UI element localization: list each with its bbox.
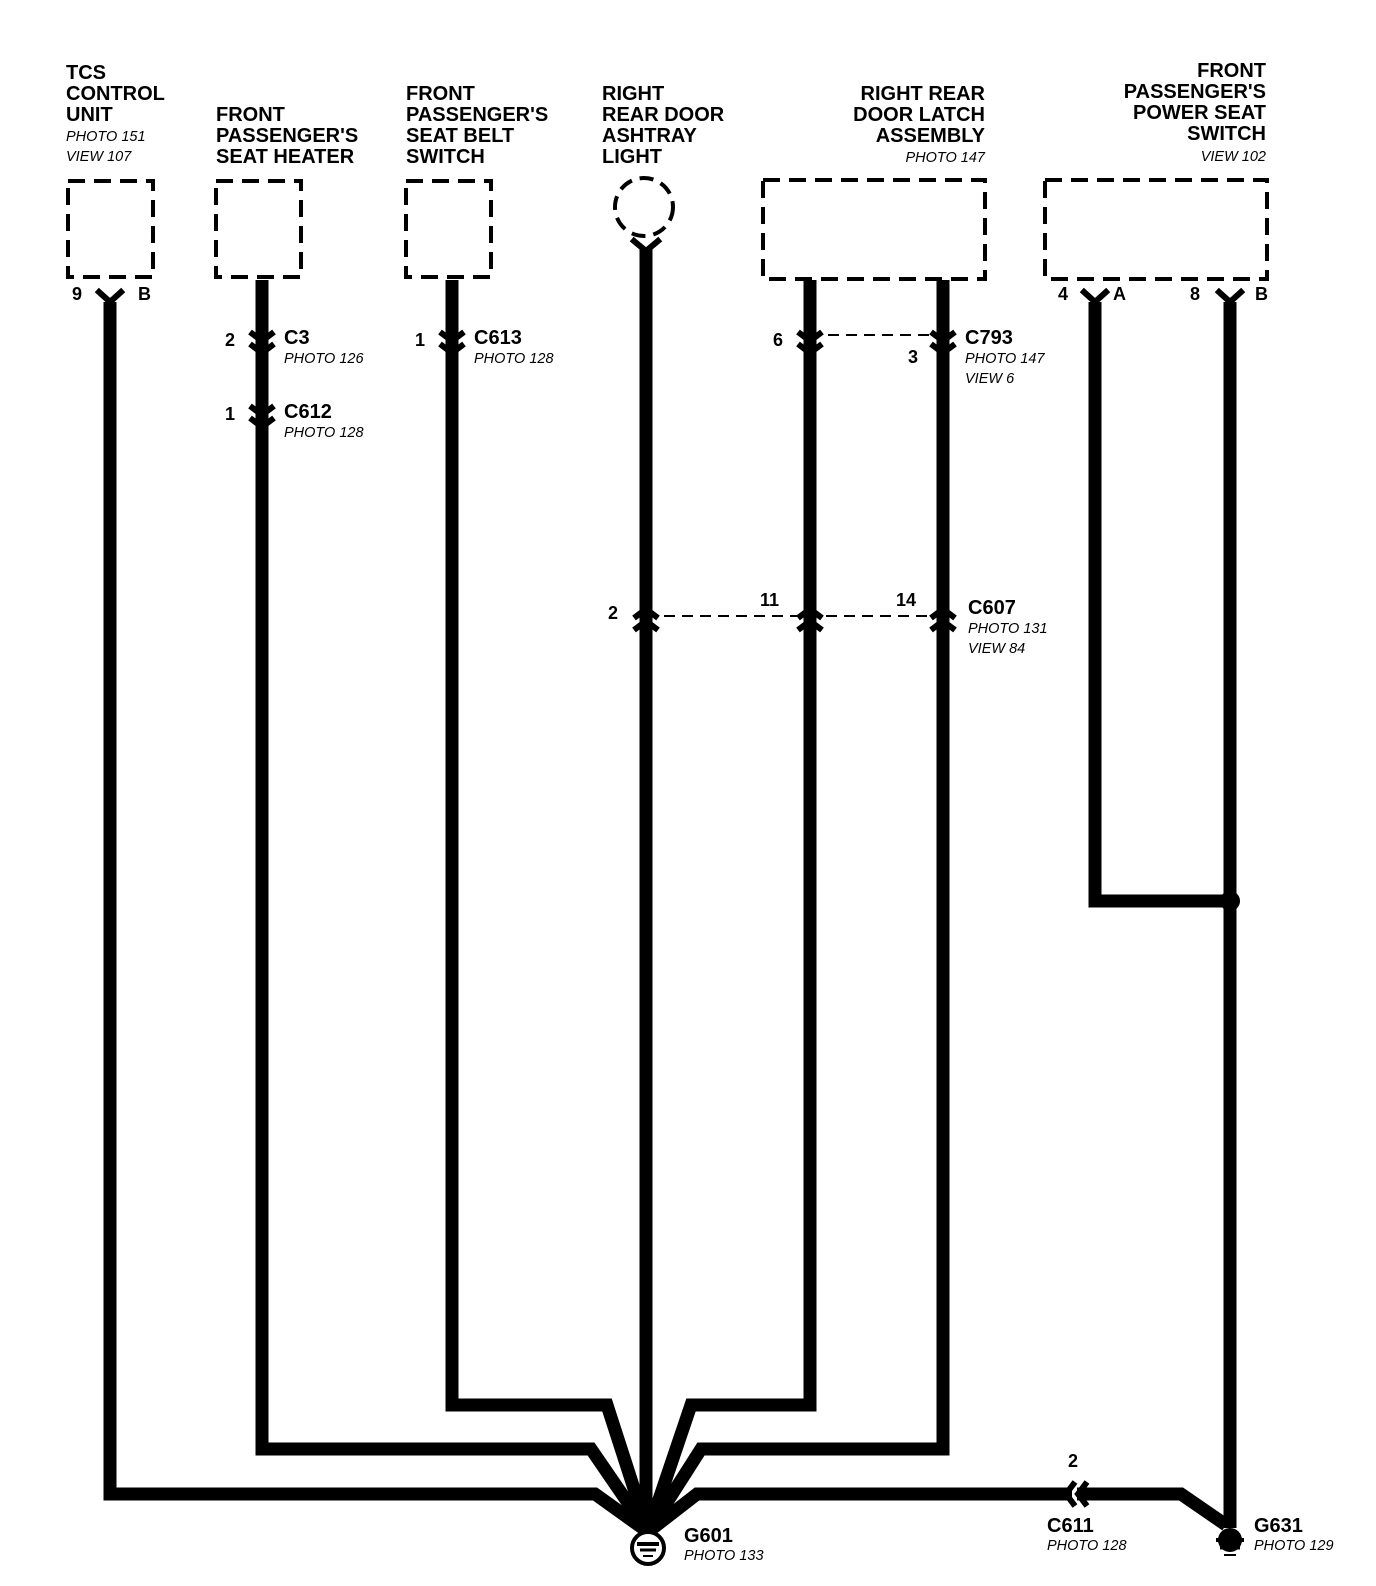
- wire-c611-to-g631: [1077, 1487, 1230, 1531]
- c607-connector-symbol-c: [929, 605, 957, 633]
- door-latch-box: [761, 178, 987, 281]
- seat-belt-switch-box: [404, 179, 493, 279]
- component-boxes: [66, 176, 1269, 281]
- tcs-control-unit-box: [66, 179, 155, 279]
- seat-heater-box: [214, 179, 303, 279]
- ground-g631-symbol: [1216, 1528, 1244, 1556]
- c613-pin: 1: [415, 330, 426, 350]
- c607-name: C607: [968, 597, 1016, 619]
- power-seat-pin-a-y: [1079, 287, 1111, 307]
- c607-pin-b: 11: [760, 590, 780, 610]
- c793-pin-b: 3: [908, 347, 919, 367]
- power-seat-pin2-number: 8: [1190, 284, 1201, 304]
- g601-ref: PHOTO 133: [684, 1548, 764, 1564]
- tcs-pin-letter: B: [138, 284, 151, 304]
- c3-connector-symbol: [248, 329, 276, 357]
- c612-pin: 1: [225, 404, 236, 424]
- splice-dot: [1220, 891, 1240, 911]
- c793-connector-symbol-b: [929, 329, 957, 357]
- connector-links: [646, 334, 943, 617]
- power-seat-pin-b-y: [1214, 287, 1246, 307]
- power-seat-pin1-letter: A: [1113, 284, 1126, 304]
- power-seat-switch-box: [1043, 178, 1269, 281]
- power-seat-pin2-letter: B: [1255, 284, 1268, 304]
- tcs-pin-number: 9: [72, 284, 83, 304]
- c613-ref: PHOTO 128: [474, 351, 554, 367]
- wire-latch-1: [641, 280, 817, 1535]
- wire-latch-2: [642, 280, 950, 1536]
- wire-power-seat-a: [1088, 302, 1226, 908]
- inline-connectors: [248, 329, 1090, 1508]
- power-seat-pin1-number: 4: [1058, 284, 1069, 304]
- g631-ref: PHOTO 129: [1254, 1538, 1334, 1554]
- door-latch-ref: PHOTO 147: [905, 150, 985, 166]
- c613-name: C613: [474, 327, 522, 349]
- wires: [103, 249, 1237, 1538]
- tcs-pin-y: [94, 287, 126, 307]
- power-seat-switch-title: FRONT PASSENGER'S POWER SEAT SWITCH: [1123, 60, 1266, 145]
- c793-connector-symbol-a: [796, 329, 824, 357]
- ashtray-pin: [629, 236, 663, 255]
- c611-ref: PHOTO 128: [1047, 1538, 1127, 1554]
- seat-heater-title: FRONT PASSENGER'S SEAT HEATER: [216, 104, 359, 168]
- wire-seat-belt: [445, 280, 655, 1534]
- tcs-control-unit-ref: PHOTO 151 VIEW 107: [66, 129, 146, 165]
- c612-name: C612: [284, 401, 332, 423]
- power-seat-switch-ref: VIEW 102: [1200, 149, 1266, 165]
- c611-name: C611: [1047, 1515, 1094, 1537]
- component-pins: [94, 236, 1246, 307]
- wire-seat-heater: [255, 280, 654, 1536]
- c793-name: C793: [965, 327, 1013, 349]
- wire-tcs: [103, 302, 652, 1538]
- g631-name: G631: [1254, 1515, 1303, 1537]
- c607-pin-c: 14: [896, 590, 917, 610]
- c793-ref: PHOTO 147 VIEW 6: [965, 351, 1045, 387]
- c612-ref: PHOTO 128: [284, 425, 364, 441]
- c793-pin-a: 6: [773, 330, 784, 350]
- c612-connector-symbol: [248, 403, 276, 431]
- c3-pin: 2: [225, 330, 236, 350]
- seat-belt-switch-title: FRONT PASSENGER'S SEAT BELT SWITCH: [406, 83, 549, 168]
- g601-name: G601: [684, 1525, 733, 1547]
- c607-ref: PHOTO 131 VIEW 84: [968, 621, 1048, 657]
- c607-connector-symbol-a: [632, 605, 660, 633]
- c3-ref: PHOTO 126: [284, 351, 364, 367]
- c3-name: C3: [284, 327, 310, 349]
- c611-pin: 2: [1068, 1451, 1079, 1471]
- door-latch-title: RIGHT REAR DOOR LATCH ASSEMBLY: [853, 83, 985, 147]
- c611-connector-symbol: [1062, 1480, 1090, 1508]
- ashtray-light-title: RIGHT REAR DOOR ASHTRAY LIGHT: [602, 83, 725, 168]
- c607-pin-a: 2: [608, 603, 619, 623]
- c613-connector-symbol: [438, 329, 466, 357]
- wire-to-c611: [644, 1487, 1072, 1538]
- tcs-control-unit-title: TCS CONTROL UNIT: [66, 62, 165, 126]
- ground-g601-symbol: [630, 1530, 666, 1566]
- ashtray-light-bulb: [613, 176, 675, 238]
- c607-connector-symbol-b: [796, 605, 824, 633]
